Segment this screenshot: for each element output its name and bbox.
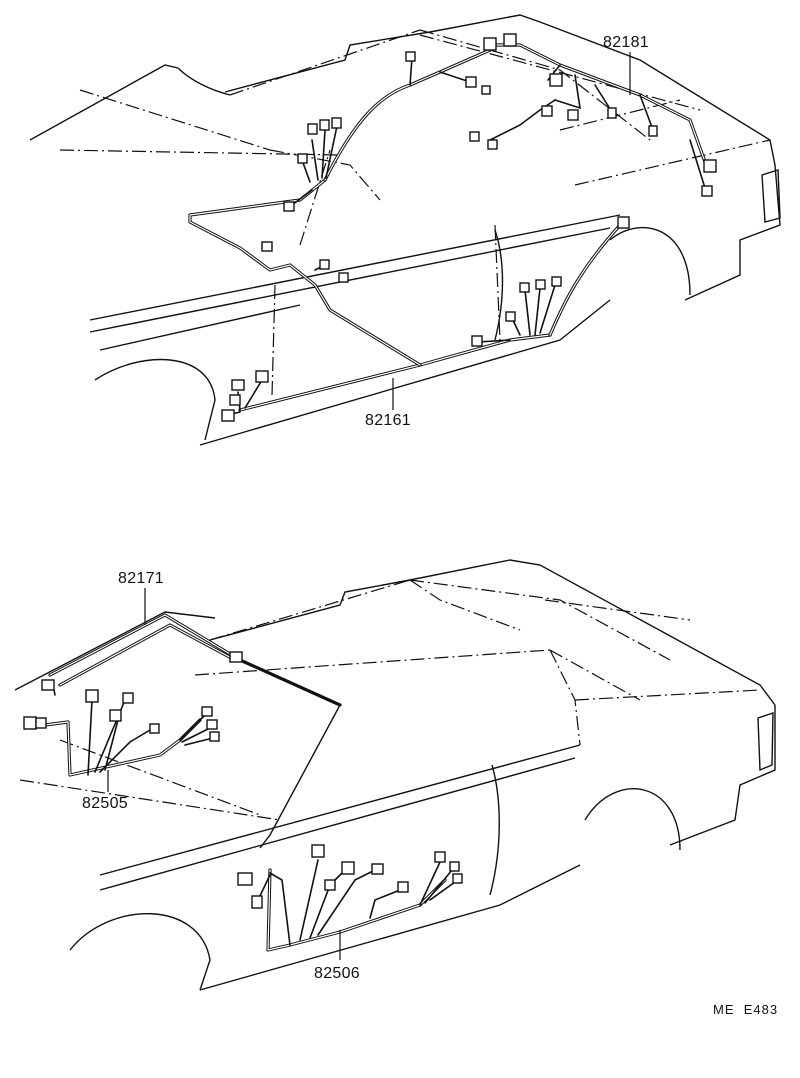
part-label-82171: 82171 [118,570,164,587]
harness-82171 [48,613,342,707]
harness-82506 [257,859,456,952]
bottom-car-body [14,559,776,991]
part-label-82181: 82181 [603,34,649,51]
harness-82505 [43,679,214,777]
bottom-connectors [23,651,463,909]
part-label-82506: 82506 [314,965,360,982]
part-label-82161: 82161 [365,412,411,429]
harness-82161 [188,48,622,416]
figure-code: ME E483 [713,1002,779,1017]
top-car-body [29,14,781,446]
top-connectors [221,33,717,422]
harness-82181 [488,43,707,189]
part-label-82505: 82505 [82,795,128,812]
